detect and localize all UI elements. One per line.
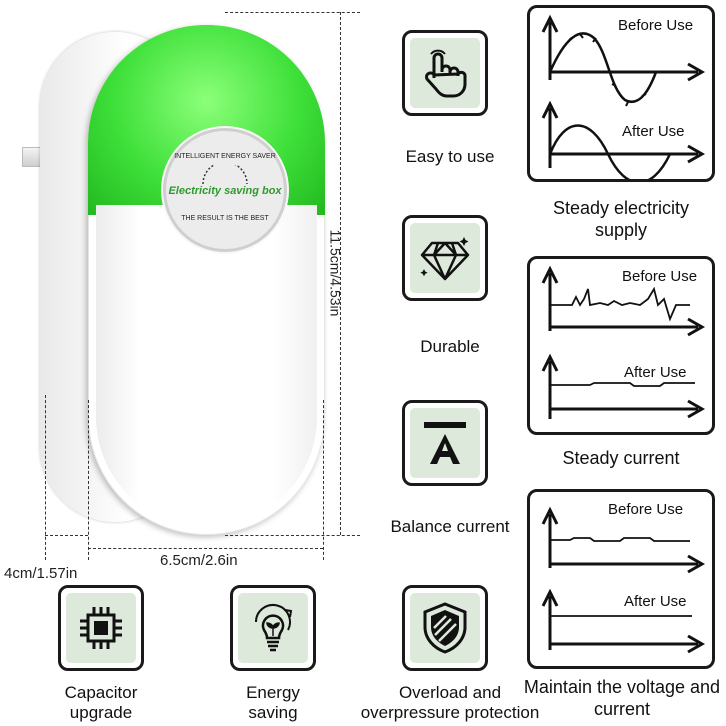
after-use-label: After Use	[622, 123, 685, 140]
label-main-text: Electricity saving box	[168, 185, 282, 197]
graph-caption: Steady current	[562, 448, 680, 468]
chip-icon	[80, 607, 122, 649]
feature-capacitor	[58, 585, 144, 671]
feature-durable	[402, 215, 488, 301]
after-use-label: After Use	[624, 593, 687, 610]
feature-label: Capacitor upgrade	[64, 683, 138, 722]
dim-line	[323, 400, 324, 560]
diamond-icon	[420, 237, 470, 281]
width-label: 6.5cm/2.6in	[160, 552, 238, 569]
feature-label: Overload and overpressure protection	[360, 683, 540, 722]
depth-label: 4cm/1.57in	[4, 565, 78, 582]
feature-balance-current	[402, 400, 488, 486]
feature-label: Easy to use	[405, 147, 495, 166]
graph-caption: Steady electricity supply	[552, 198, 690, 240]
pointing-hand-icon	[425, 49, 467, 98]
feature-label: Durable	[420, 337, 480, 356]
dim-line	[45, 395, 46, 560]
graph-voltage-current: Before Use After Use	[527, 489, 715, 669]
graph-steady-current: Before Use After Use	[527, 256, 715, 435]
shield-icon	[423, 602, 467, 654]
balance-a-icon	[424, 422, 466, 464]
dim-line	[225, 12, 360, 13]
voltage-chart: Before Use After Use	[541, 501, 706, 654]
bulb-leaf-icon	[255, 604, 293, 652]
device-front	[88, 25, 325, 535]
waveform-chart: Before Use After Use	[541, 14, 706, 184]
feature-easy-to-use	[402, 30, 488, 116]
dim-line	[88, 548, 323, 549]
feature-label: Energy saving	[246, 683, 300, 722]
feature-label: Balance current	[390, 517, 510, 536]
device-body	[96, 205, 317, 527]
before-use-label: Before Use	[608, 501, 683, 518]
gauge-icon	[202, 165, 248, 185]
graph-steady-electricity: Before Use After Use	[527, 5, 715, 184]
product-label: INTELLIGENT ENERGY SAVER Electricity sav…	[163, 128, 287, 252]
feature-protection	[402, 585, 488, 671]
label-top-text: INTELLIGENT ENERGY SAVER	[174, 153, 276, 160]
dim-line	[88, 400, 89, 560]
feature-energy-saving	[230, 585, 316, 671]
before-use-label: Before Use	[618, 17, 693, 34]
before-use-label: Before Use	[622, 268, 697, 285]
label-bottom-text: THE RESULT IS THE BEST	[181, 215, 269, 222]
dim-line	[45, 535, 88, 536]
height-label: 11.5cm/4.53in	[327, 229, 344, 317]
dim-line	[225, 535, 360, 536]
graph-caption: Maintain the voltage and current	[523, 677, 721, 719]
dim-line	[340, 12, 341, 535]
after-use-label: After Use	[624, 364, 687, 381]
current-chart: Before Use After Use	[541, 265, 706, 419]
